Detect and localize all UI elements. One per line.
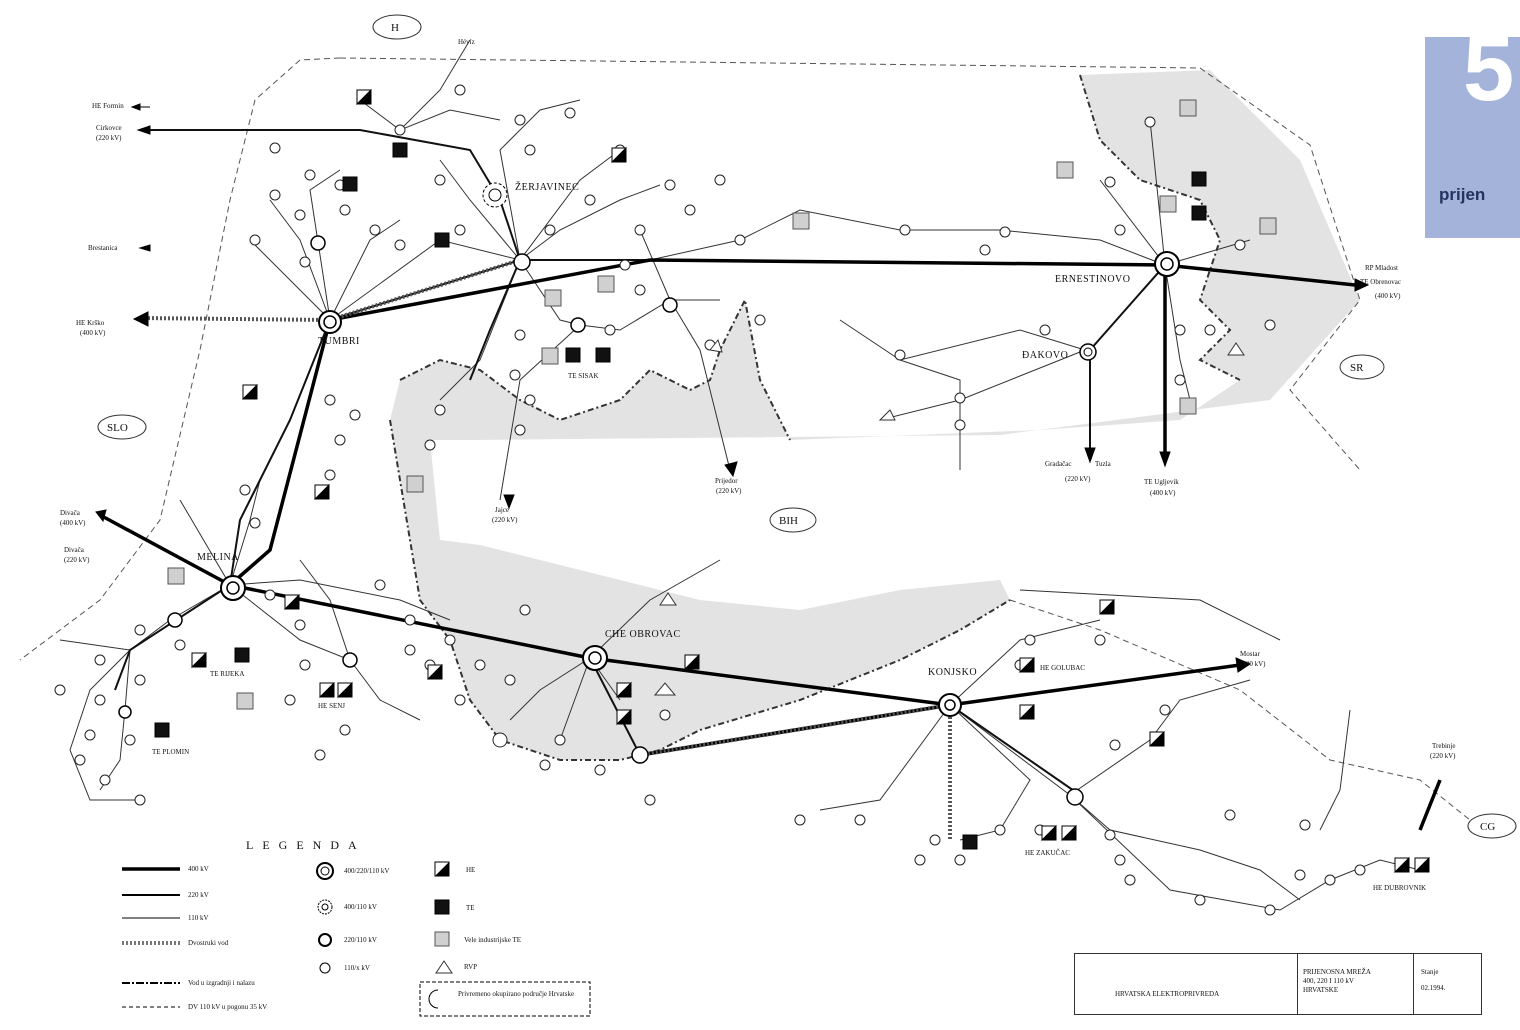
legend-rvp: RVP: [464, 963, 478, 971]
node-zerjavinec: [482, 182, 508, 208]
label-tumbri: TUMBRI: [318, 336, 360, 347]
legend-220kv: 220 kV: [188, 891, 209, 899]
exit-labels: Hévíz HE Formin Cirkovce (220 kV) Bresta…: [60, 38, 1456, 760]
country-bih: BIH: [779, 515, 798, 527]
map-title: PRIJENOSNA MREŽA 400, 220 I 110 kV HRVAT…: [1303, 968, 1371, 994]
country-labels: H SLO BIH SR CG: [97, 14, 1517, 839]
major-node-labels: ŽERJAVINEC TUMBRI ERNESTINOVO MELINA CHE…: [197, 181, 1131, 678]
node-tumbri: [318, 310, 342, 334]
label-ernestinovo: ERNESTINOVO: [1055, 274, 1131, 285]
legend-double-line: Dvostruki vod: [188, 939, 229, 947]
label-sombor: RP Mladost: [1365, 264, 1398, 272]
node-dakovo: [1079, 343, 1097, 361]
exit-arrows: [95, 103, 1370, 673]
label-he-golubac: HE GOLUBAC: [1040, 664, 1085, 672]
label-ugljevik-kv: (400 kV): [1150, 489, 1176, 497]
label-divaca-220-kv: (220 kV): [64, 556, 90, 564]
label-te-sisak: TE SISAK: [568, 372, 599, 380]
label-te-plomin: TE PLOMIN: [152, 748, 189, 756]
label-he-senj: HE SENJ: [318, 702, 345, 710]
label-divaca-220: Divača: [64, 546, 85, 554]
substations-110kv: [54, 84, 1366, 916]
legend-station-110: 110/x kV: [344, 964, 370, 972]
label-trebinje-kv: (220 kV): [1430, 752, 1456, 760]
label-prijedor: Prijedor: [715, 477, 738, 485]
lines-double: [139, 258, 952, 840]
page-corner-word: prijen: [1439, 185, 1486, 204]
status-label: Stanje: [1421, 968, 1439, 976]
country-h: H: [391, 22, 399, 34]
label-tuzla-kv: (220 kV): [1065, 475, 1091, 483]
legend-he: HE: [466, 866, 476, 874]
substations-major: [118, 182, 1180, 806]
country-slo: SLO: [107, 422, 128, 434]
label-divaca-400: Divača: [60, 509, 81, 517]
label-sombor-2: TE Obrenovac: [1360, 278, 1401, 286]
country-sr: SR: [1350, 362, 1364, 374]
legend-station-400-220: 400/220/110 kV: [344, 867, 390, 875]
country-borders: [19, 57, 1471, 821]
legend-title: LEGENDA: [246, 838, 366, 852]
label-zerjavinec: ŽERJAVINEC: [515, 181, 579, 193]
label-krsko: HE Krško: [76, 319, 105, 327]
label-trebinje: Trebinje: [1432, 742, 1455, 750]
label-jajce-kv: (220 kV): [492, 516, 518, 524]
page-corner-tab: 5 prijen: [1425, 37, 1520, 238]
label-he-dubrovnik: HE DUBROVNIK: [1373, 884, 1426, 892]
legend-symbols: [122, 861, 1110, 1017]
label-te-rijeka: TE RIJEKA: [210, 670, 244, 678]
occupied-area: [389, 70, 1360, 761]
label-melina: MELINA: [197, 552, 239, 563]
node-che-obrovac: [582, 645, 608, 671]
lines-110kv: [59, 39, 1421, 911]
legend-industrial-te: Vele industrijske TE: [464, 936, 522, 944]
node-konjsko: [938, 693, 962, 717]
label-konjsko: KONJSKO: [928, 667, 977, 678]
label-heviz: Hévíz: [458, 38, 475, 46]
label-dakovo: ĐAKOVO: [1022, 350, 1068, 361]
plant-he: [190, 88, 1430, 873]
company-name: HRVATSKA ELEKTROPRIVREDA: [1115, 990, 1220, 998]
label-ugljevik: TE Ugljevik: [1144, 478, 1179, 486]
label-che-obrovac: CHE OBROVAC: [605, 629, 681, 640]
label-mostar: Mostar: [1240, 650, 1261, 658]
legend-station-400-110: 400/110 kV: [344, 903, 377, 911]
legend-station-220-110: 220/110 kV: [344, 936, 377, 944]
label-brestanica: Brestanica: [88, 244, 118, 252]
legend-110kv: 110 kV: [188, 914, 209, 922]
legend-under-construction: Vod u izgradnji i nalazu: [188, 979, 255, 987]
label-he-zakucac: HE ZAKUČAC: [1025, 849, 1070, 857]
label-cirkovce-kv: (220 kV): [96, 134, 122, 142]
plant-labels: TE SISAK TE RIJEKA TE PLOMIN HE SENJ HE …: [152, 372, 1426, 892]
page-number: 5: [1463, 37, 1515, 120]
node-melina: [220, 575, 246, 601]
label-prijedor-kv: (220 kV): [716, 487, 742, 495]
label-divaca-400-kv: (400 kV): [60, 519, 86, 527]
country-cg: CG: [1480, 821, 1495, 833]
label-mostar-kv: (400 kV): [1240, 660, 1266, 668]
label-gradacac: Gradačac: [1045, 460, 1071, 468]
legend-400kv: 400 kV: [188, 865, 209, 873]
legend-35kv: DV 110 kV u pogonu 35 kV: [188, 1003, 268, 1011]
legend-occupied: Privremeno okupirano područje Hrvatske: [458, 990, 575, 998]
label-cirkovce: Cirkovce: [96, 124, 122, 132]
node-ernestinovo: [1154, 251, 1180, 277]
plant-rvp: [653, 338, 1245, 696]
label-jajce: Jajce: [495, 506, 509, 514]
label-sombor-kv: (400 kV): [1375, 292, 1401, 300]
legend-te: TE: [466, 904, 475, 912]
label-krsko-kv: (400 kV): [80, 329, 106, 337]
label-tuzla: Tuzla: [1095, 460, 1112, 468]
plant-te: [154, 142, 1207, 850]
status-date: 02.1994.: [1421, 984, 1446, 992]
title-block: HRVATSKA ELEKTROPRIVREDA PRIJENOSNA MREŽ…: [1074, 953, 1482, 1015]
plant-industrial: [167, 99, 1277, 710]
label-he-formin: HE Formin: [92, 102, 124, 110]
